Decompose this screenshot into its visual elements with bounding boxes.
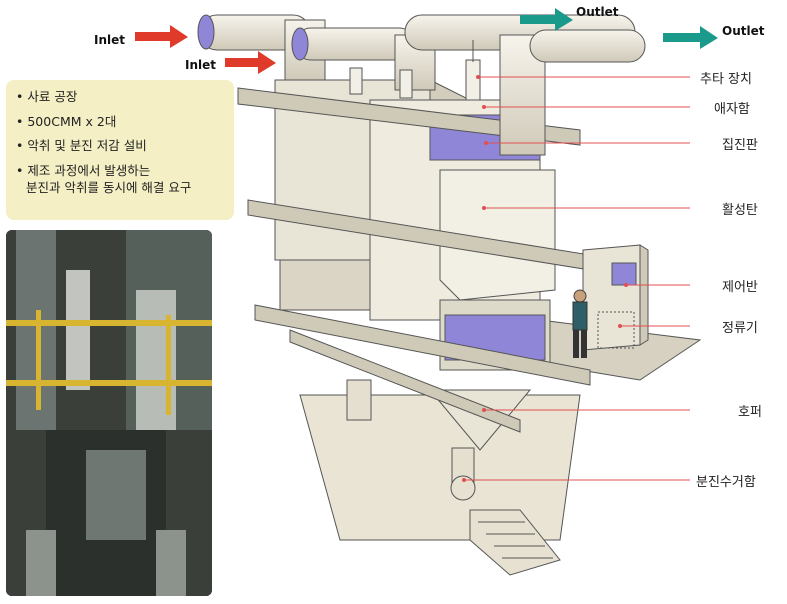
label-weight: 추타 장치	[700, 72, 752, 87]
label-activated-carbon: 활성탄	[722, 203, 758, 218]
support-beams	[237, 87, 591, 433]
outlet-arrows	[520, 8, 718, 49]
info-item: 500CMM x 2대	[16, 113, 224, 131]
info-box: 사료 공장 500CMM x 2대 악취 및 분진 저감 설비 제조 과정에서 …	[6, 80, 234, 220]
info-item-text: 제조 과정에서 발생하는	[27, 162, 151, 178]
label-control-panel: 제어반	[722, 280, 758, 295]
site-photo-drawing	[6, 230, 212, 596]
inlet-label-2: Inlet	[185, 58, 216, 72]
info-list: 사료 공장 500CMM x 2대 악취 및 분진 저감 설비 제조 과정에서 …	[16, 88, 224, 197]
outlet-label-2: Outlet	[722, 24, 765, 38]
label-insulator: 애자함	[714, 102, 750, 117]
control-panel	[582, 244, 649, 351]
inlet-label-1: Inlet	[94, 33, 125, 47]
info-item-cont: 분진과 악취를 동시에 해결 요구	[26, 180, 192, 195]
info-item: 악취 및 분진 저감 설비	[16, 137, 224, 155]
lower-floor-plate	[299, 394, 581, 541]
inlet-arrows	[135, 25, 276, 74]
worker-figure	[572, 289, 588, 358]
info-item: 사료 공장	[16, 88, 224, 106]
legs	[346, 379, 476, 501]
label-hopper: 호퍼	[738, 405, 762, 420]
site-photo	[6, 230, 212, 596]
ducts	[197, 14, 646, 156]
leader-lines	[464, 76, 690, 481]
outlet-label-1: Outlet	[576, 5, 619, 19]
stairs	[469, 509, 561, 576]
leader-dots	[462, 75, 628, 482]
label-rectifier: 정류기	[722, 321, 758, 336]
label-collector-plate: 집진판	[722, 138, 758, 153]
insulators	[349, 40, 481, 101]
rectifier-box	[597, 311, 635, 349]
label-dust-box: 분진수거함	[696, 475, 756, 490]
